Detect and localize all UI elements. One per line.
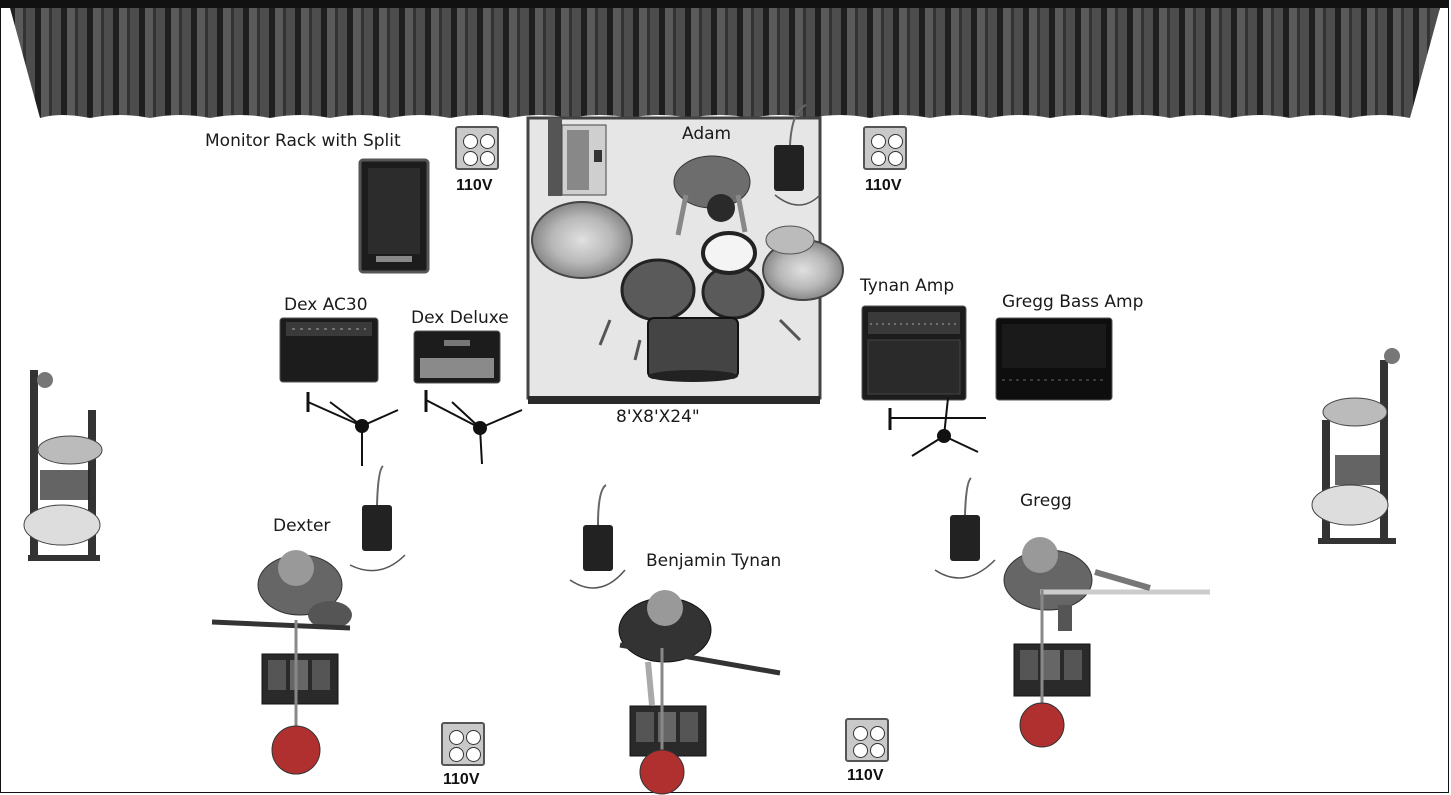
dex-deluxe-amp-icon — [413, 330, 501, 384]
drum-kit-icon — [531, 201, 844, 382]
wireless-pack-icon — [934, 477, 996, 579]
tynan-amp-icon — [861, 305, 967, 401]
pedalboard-icon — [629, 705, 707, 757]
power-outlet-icon — [455, 126, 499, 170]
gregg-figure — [1003, 537, 1210, 631]
mic-stand-icon — [888, 397, 986, 457]
pedalboard-icon — [261, 653, 339, 705]
power-outlet-icon — [863, 126, 907, 170]
dex-ac30-amp-icon — [279, 317, 379, 383]
vocal-mic-stand-icon — [1019, 590, 1065, 748]
power-outlet-icon — [441, 722, 485, 766]
dex-ac30-label: Dex AC30 — [284, 295, 368, 315]
laptop-icon — [548, 118, 607, 196]
mic-stand-icon — [306, 392, 399, 466]
wireless-pack-icon — [349, 465, 406, 572]
monitor-rack-label: Monitor Rack with Split — [205, 131, 401, 151]
monitor-rack-icon — [358, 158, 430, 274]
vocal-mic-stand-icon — [639, 648, 685, 795]
outlet-voltage-label: 110V — [865, 177, 902, 194]
pedalboard-icon — [1013, 643, 1091, 697]
tynan-amp-label: Tynan Amp — [860, 276, 955, 296]
guitar-rack-icon — [23, 370, 103, 561]
gregg-bass-amp-label: Gregg Bass Amp — [1002, 292, 1144, 312]
power-outlet-icon — [845, 718, 889, 762]
performer-label-gregg: Gregg — [1020, 491, 1072, 511]
outlet-voltage-label: 110V — [456, 177, 493, 194]
riser-size-label: 8'X8'X24" — [616, 407, 700, 427]
wireless-pack-icon — [774, 104, 821, 206]
drummer-figure — [673, 155, 751, 236]
mic-stand-icon — [424, 390, 523, 465]
guitar-rack-icon — [1311, 348, 1400, 544]
curtain-icon — [10, 8, 1440, 118]
dexter-figure — [211, 550, 352, 631]
gregg-bass-amp-icon — [995, 317, 1113, 401]
benjamin-tynan-figure — [618, 590, 781, 706]
vocal-mic-stand-icon — [271, 620, 321, 775]
performer-label-dexter: Dexter — [273, 516, 331, 536]
outlet-voltage-label: 110V — [847, 767, 884, 784]
wireless-pack-icon — [569, 484, 626, 589]
outlet-voltage-label: 110V — [443, 771, 480, 788]
dex-deluxe-label: Dex Deluxe — [411, 308, 509, 328]
drummer-label: Adam — [682, 124, 732, 144]
performer-label-benjamin: Benjamin Tynan — [646, 551, 782, 571]
